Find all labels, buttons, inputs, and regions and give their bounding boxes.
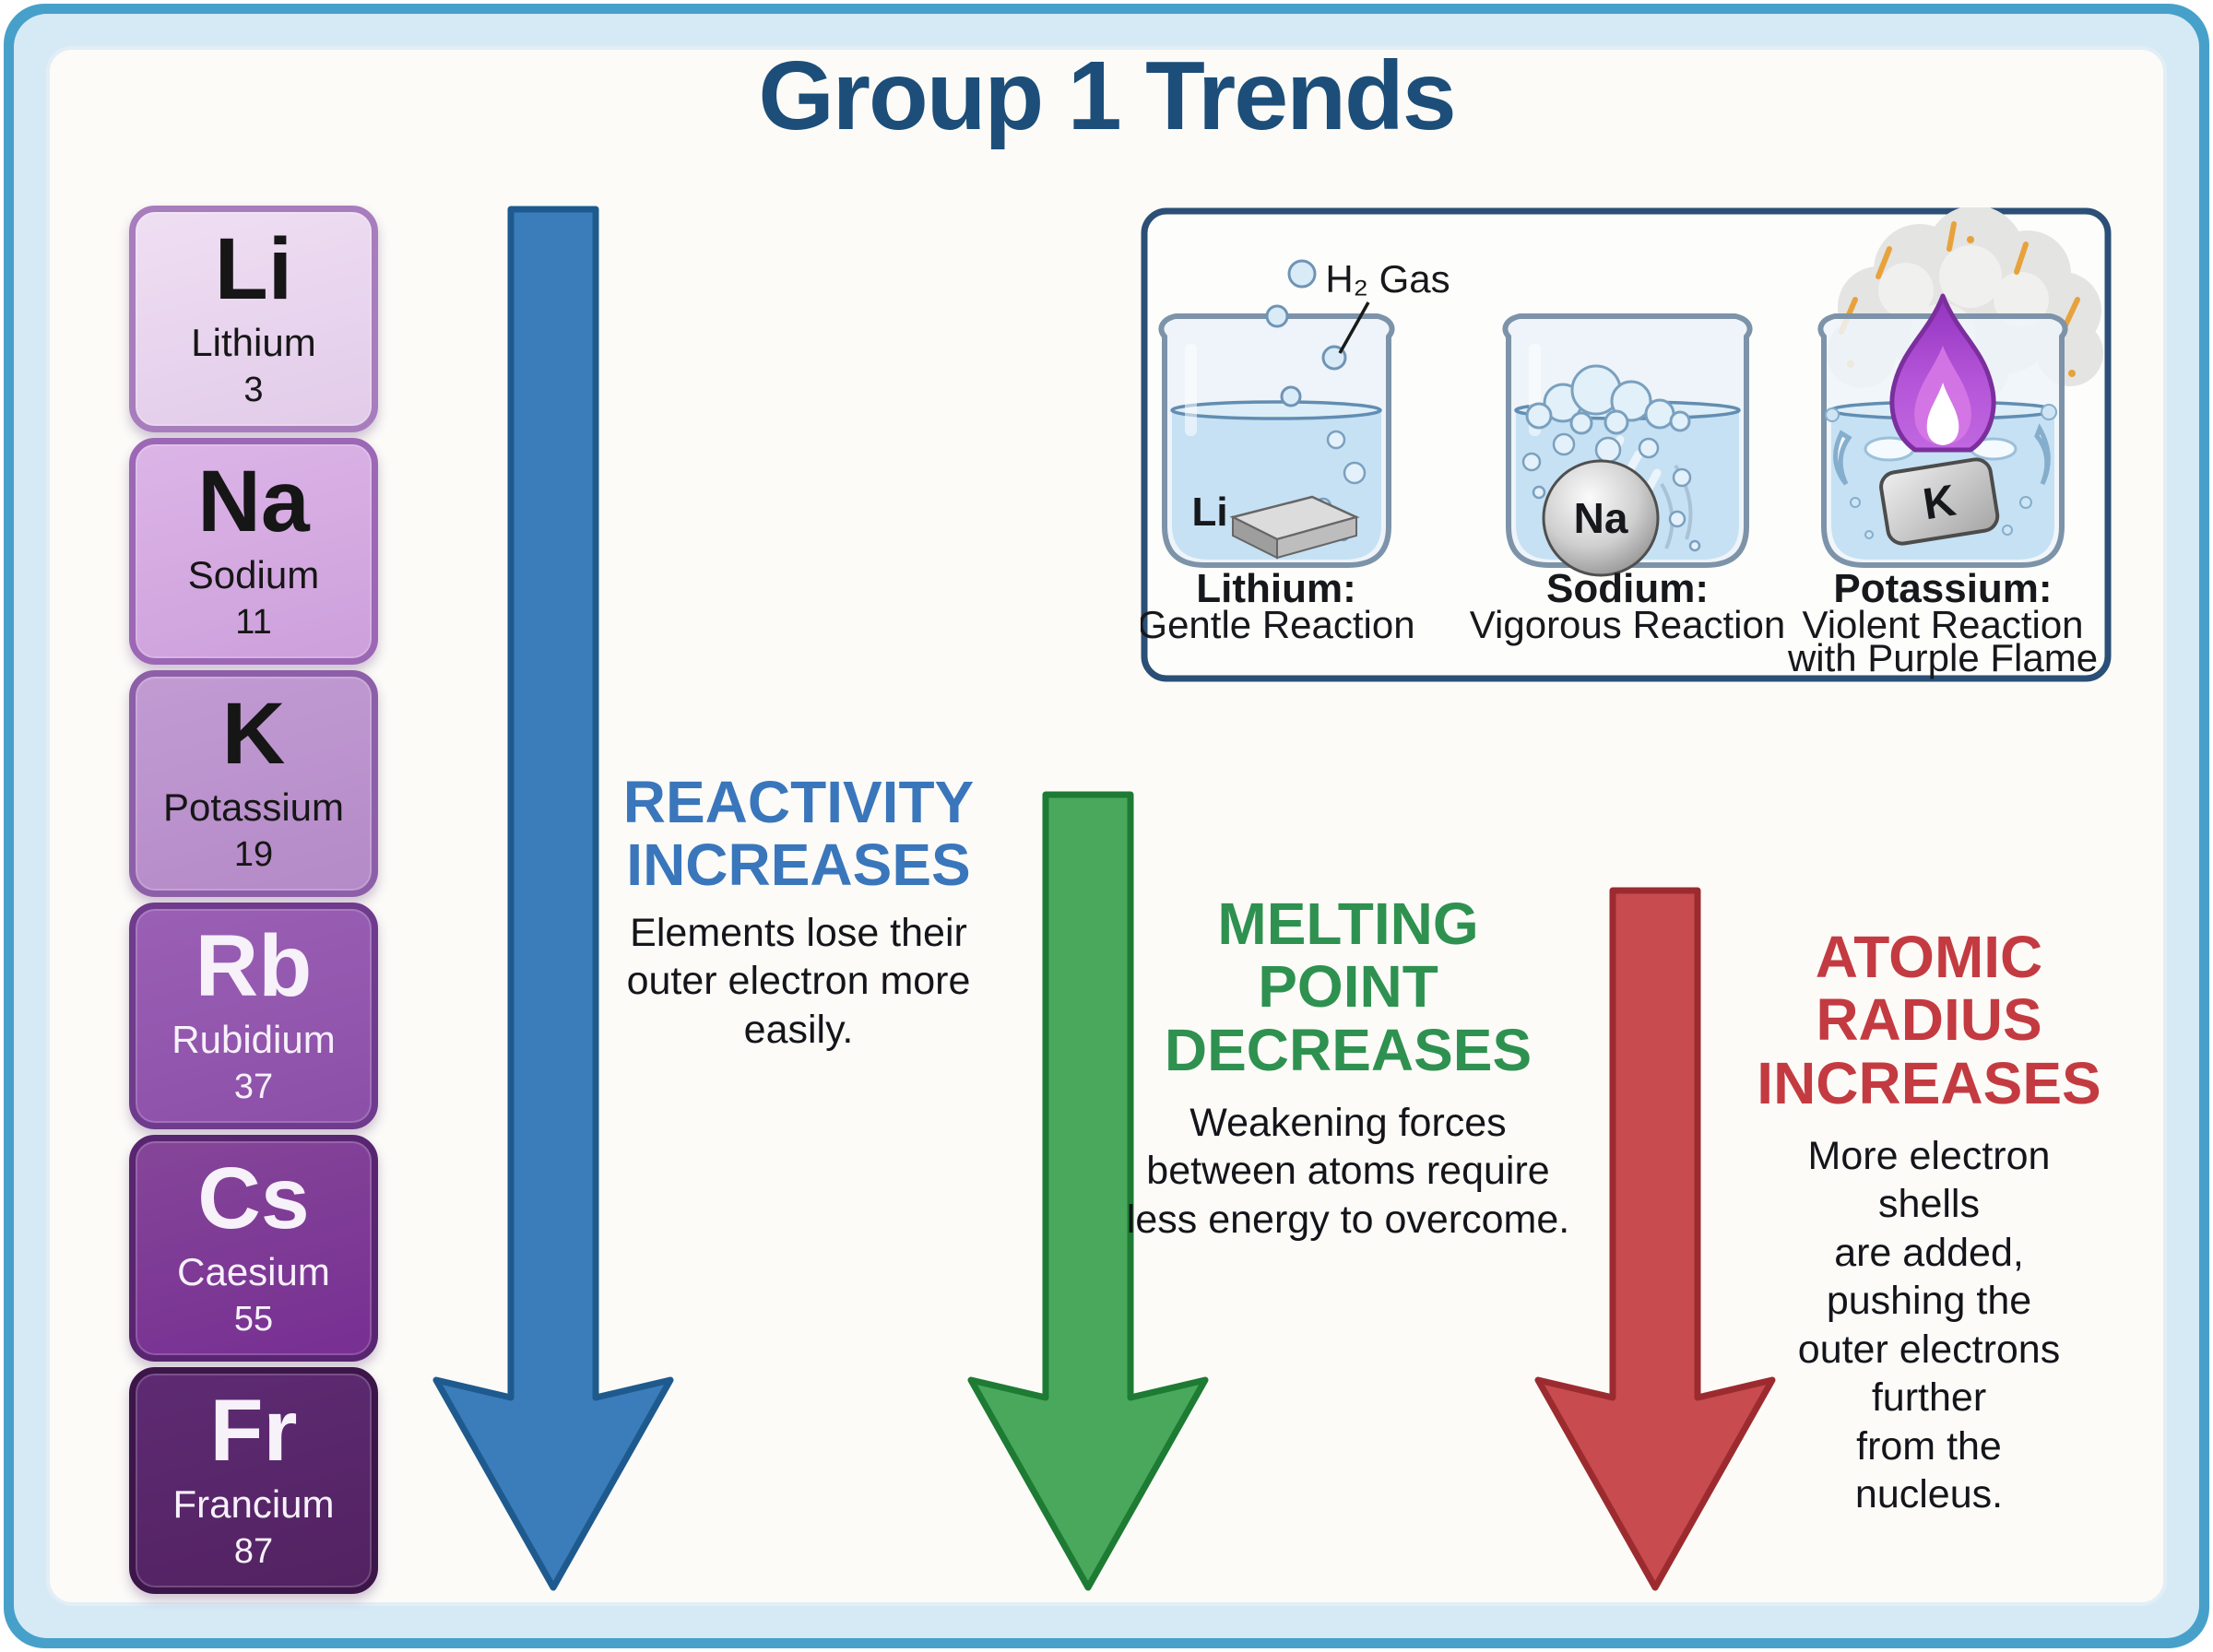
water-splash (1825, 404, 2057, 539)
atomic-radius-description: More electron shells are added, pushing … (1797, 1134, 2061, 1517)
sodium-caption-title: Sodium: (1546, 566, 1709, 611)
element-name: Potassium (162, 785, 345, 829)
na-sphere (1542, 459, 1660, 577)
melting-point-description: Weakening forces between atoms require l… (1126, 1101, 1570, 1242)
reaction-panel: Li H₂ Gas Lithium: Gentle Reaction (1137, 206, 2112, 682)
water-surface (1170, 400, 1382, 420)
foam-bubbles (1525, 364, 1691, 435)
element-tile-cs: Cs Caesium 55 (129, 1135, 378, 1362)
h2-bubbles (1265, 259, 1347, 407)
melting-point-heading: MELTING POINT DECREASES (1164, 891, 1533, 1083)
li-label: Li (1191, 490, 1227, 535)
beaker-lithium: Li H₂ Gas Lithium: Gentle Reaction (1137, 257, 1450, 646)
element-name: Rubidium (172, 1017, 336, 1061)
element-name: Francium (172, 1481, 335, 1526)
element-name: Lithium (191, 320, 316, 364)
element-symbol: Na (197, 453, 310, 551)
h2-gas-pointer-line (1338, 301, 1370, 354)
element-name: Caesium (177, 1249, 330, 1293)
underwater-bubbles (1521, 432, 1701, 552)
k-slab: K (1879, 457, 2000, 546)
lithium-caption-title: Lithium: (1196, 566, 1356, 611)
k-label: K (1920, 477, 1959, 530)
element-tile-rb: Rb Rubidium 37 (129, 903, 378, 1129)
element-number: 19 (233, 834, 274, 874)
atomic-radius-arrow-icon (1534, 887, 1776, 1591)
melting-point-arrow-icon (967, 791, 1209, 1591)
beaker-potassium: K Potassium: Violent Reaction with Purpl… (1787, 206, 2103, 679)
element-symbol: K (221, 685, 286, 784)
na-label: Na (1574, 494, 1628, 542)
h2-gas-label: H₂ Gas (1325, 257, 1450, 301)
sparks (1839, 221, 2080, 335)
reactivity-arrow-icon (432, 206, 674, 1591)
beaker-sodium: Na Sodium: Vigorous Reaction (1470, 313, 1785, 646)
element-tile-li: Li Lithium 3 (129, 206, 378, 432)
element-symbol: Cs (197, 1150, 310, 1248)
atomic-radius-heading: ATOMIC RADIUS INCREASES (1757, 924, 2101, 1116)
element-tile-k: K Potassium 19 (129, 670, 378, 897)
element-symbol: Li (214, 220, 293, 319)
element-number: 55 (233, 1299, 274, 1339)
element-number: 11 (235, 602, 272, 642)
reactivity-description: Elements lose their outer electron more … (626, 911, 971, 1052)
flame-icon (1889, 293, 1996, 453)
lithium-caption-line: Gentle Reaction (1141, 603, 1415, 646)
element-tile-fr: Fr Francium 87 (129, 1367, 378, 1594)
element-number: 3 (243, 370, 264, 409)
reactivity-heading: REACTIVITY INCREASES (622, 769, 975, 899)
glass-highlight (1185, 344, 1197, 436)
potassium-caption-line2: with Purple Flame (1787, 636, 2098, 679)
element-number: 37 (233, 1067, 274, 1106)
potassium-caption-line1: Violent Reaction (1802, 603, 2083, 646)
element-symbol: Rb (195, 917, 313, 1016)
element-number: 87 (233, 1531, 274, 1571)
page-title: Group 1 Trends (758, 41, 1456, 150)
potassium-caption-title: Potassium: (1833, 566, 2052, 611)
li-slab (1229, 495, 1360, 560)
sodium-caption-line: Vigorous Reaction (1470, 603, 1785, 646)
element-tile-na: Na Sodium 11 (129, 438, 378, 665)
element-symbol: Fr (209, 1382, 298, 1481)
element-name: Sodium (187, 552, 320, 596)
reaction-panel-canvas: Li H₂ Gas Lithium: Gentle Reaction (1137, 206, 2112, 682)
